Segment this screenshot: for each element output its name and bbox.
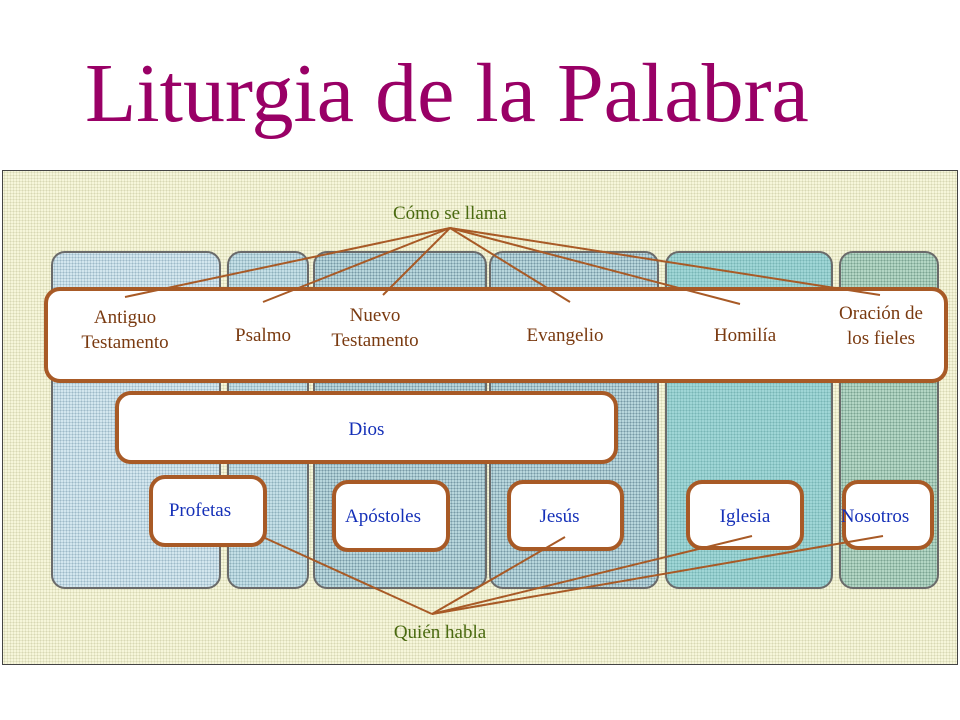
connector-line [449,227,881,296]
reading-antiguo-testamento: Antiguo Testamento [81,307,169,353]
connector-line [431,535,884,615]
connector-line [124,227,451,298]
connector-line [262,227,451,303]
speaker-box-jesus [507,480,624,551]
reading-oracion-de-los-fieles: Oración de los fieles [839,303,923,349]
speaker-iglesia: Iglesia [719,506,771,527]
connector-line [449,227,571,303]
reading-homilia: Homilía [713,325,777,346]
speaker-nosotros: Nosotros [840,506,910,527]
caption-como-se-llama: Cómo se llama [393,203,507,224]
connector-line [382,227,451,296]
label-dios: Dios [348,419,385,440]
reading-evangelio: Evangelio [526,325,604,346]
connector-line [431,535,753,615]
connector-line [264,537,433,615]
caption-quien-habla: Quién habla [393,622,487,643]
reading-psalmo: Psalmo [235,325,291,346]
page-title: Liturgia de la Palabra [85,47,809,140]
readings-box [44,287,948,383]
speaker-apostoles: Apóstoles [345,506,421,527]
speaker-box-profetas [149,475,267,547]
connector-line [449,227,741,305]
speaker-box-nosotros [842,480,934,550]
connector-line [431,536,566,615]
dios-box [115,391,618,464]
reading-nuevo-testamento: Nuevo Testamento [331,305,419,351]
speaker-box-apostoles [332,480,450,552]
speaker-jesus: Jesús [539,506,580,527]
speaker-profetas: Profetas [168,500,232,521]
